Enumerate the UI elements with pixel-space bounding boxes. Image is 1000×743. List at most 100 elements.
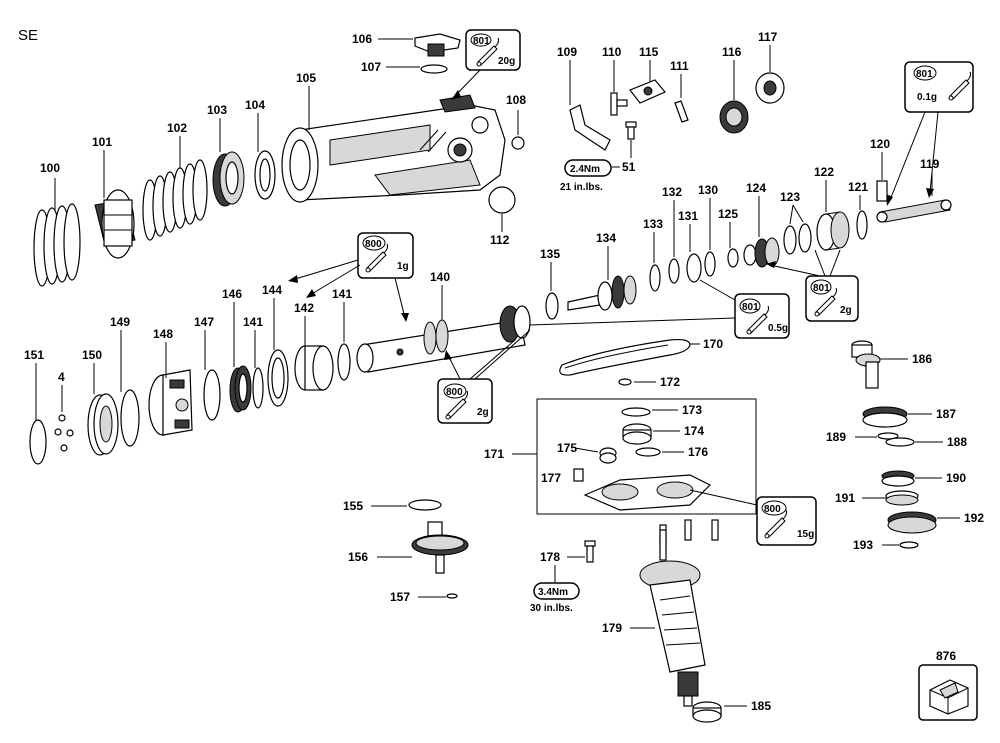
label-147: 147 bbox=[194, 315, 214, 329]
svg-text:800: 800 bbox=[365, 239, 382, 250]
label-171: 171 bbox=[484, 447, 504, 461]
label-141-right: 141 bbox=[332, 287, 352, 301]
part-111-pin: 111 bbox=[670, 59, 689, 123]
grease-callout-801-2g: 801 2g bbox=[766, 249, 859, 322]
grease-callout-800-15g: 800 15g bbox=[689, 489, 817, 546]
part-120-pin: 120 bbox=[870, 137, 890, 202]
label-141-left: 141 bbox=[243, 315, 263, 329]
grease-callout-800-2g: 800 2g bbox=[437, 329, 531, 424]
part-122-sleeve: 122 bbox=[814, 165, 850, 251]
grease-callout-801-0.1g: 801 0.1g bbox=[886, 61, 974, 206]
label-51: 51 bbox=[622, 160, 636, 174]
part-123-rings: 123 bbox=[780, 190, 812, 255]
label-188: 188 bbox=[947, 435, 967, 449]
part-179-armature: 179 bbox=[602, 529, 706, 707]
label-123: 123 bbox=[780, 190, 800, 204]
label-186: 186 bbox=[912, 352, 932, 366]
part-191-clutch: 191 bbox=[835, 490, 919, 506]
svg-text:800: 800 bbox=[446, 387, 463, 398]
label-104: 104 bbox=[245, 98, 265, 112]
part-104-ring: 104 bbox=[245, 98, 276, 200]
part-192-gear: 192 bbox=[887, 511, 984, 534]
part-121-ring: 121 bbox=[848, 180, 868, 240]
part-101-collar: 101 bbox=[92, 135, 136, 259]
part-133-ring: 133 bbox=[643, 217, 663, 292]
label-156: 156 bbox=[348, 550, 368, 564]
part-100-spring: 100 bbox=[33, 161, 81, 287]
part-105-housing: 105 bbox=[281, 71, 506, 203]
part-110-screw: 110 bbox=[602, 45, 628, 116]
grease-callout-800-1g: 800 1g bbox=[288, 232, 414, 322]
label-191: 191 bbox=[835, 491, 855, 505]
label-121: 121 bbox=[848, 180, 868, 194]
part-187-bearing: 187 bbox=[862, 406, 956, 428]
label-135: 135 bbox=[540, 247, 560, 261]
armature-screws bbox=[659, 519, 719, 546]
part-117-knob: 117 bbox=[755, 30, 785, 104]
label-151: 151 bbox=[24, 348, 44, 362]
part-116-gear: 116 bbox=[719, 45, 749, 134]
part-107-oring: 107 bbox=[361, 60, 448, 74]
part-144-ring: 144 bbox=[262, 283, 289, 407]
svg-text:0.1g: 0.1g bbox=[917, 92, 937, 103]
label-176: 176 bbox=[688, 445, 708, 459]
svg-text:801: 801 bbox=[813, 283, 830, 294]
label-112: 112 bbox=[490, 233, 510, 247]
part-135-ring: 135 bbox=[540, 247, 560, 320]
svg-text:20g: 20g bbox=[498, 56, 515, 67]
part-146-spring: 146 bbox=[222, 287, 252, 413]
part-876-kit-box: 876 bbox=[918, 649, 978, 721]
svg-text:801: 801 bbox=[473, 36, 490, 47]
grease-callout-801-20g: 801 20g bbox=[451, 29, 521, 100]
label-130: 130 bbox=[698, 183, 718, 197]
part-186-spindle: 186 bbox=[851, 340, 932, 389]
torque-value-1: 2.4Nm bbox=[570, 164, 600, 175]
label-106: 106 bbox=[352, 32, 372, 46]
part-119-link: 119 bbox=[876, 157, 952, 223]
label-131: 131 bbox=[678, 209, 698, 223]
part-155-ring: 155 bbox=[343, 499, 442, 513]
part-141-ring-right: 141 bbox=[332, 287, 352, 381]
part-178-screw: 178 3.4Nm 30 in.lbs. bbox=[530, 540, 596, 614]
label-111: 111 bbox=[670, 59, 689, 73]
label-193: 193 bbox=[853, 538, 873, 552]
part-189-ring: 189 bbox=[826, 430, 899, 444]
part-148-chuck-body: 148 bbox=[148, 327, 193, 436]
part-109-bracket: 109 bbox=[557, 45, 611, 151]
label-105: 105 bbox=[296, 71, 316, 85]
part-124-piston: 124 bbox=[743, 181, 780, 268]
label-173: 173 bbox=[682, 403, 702, 417]
torque-value-2: 3.4Nm bbox=[538, 587, 568, 598]
svg-text:0.5g: 0.5g bbox=[768, 323, 788, 334]
label-115: 115 bbox=[639, 45, 659, 59]
label-101: 101 bbox=[92, 135, 112, 149]
label-174: 174 bbox=[684, 424, 704, 438]
part-4-balls: 4 bbox=[54, 370, 74, 452]
label-110: 110 bbox=[602, 45, 622, 59]
label-140: 140 bbox=[430, 270, 450, 284]
grease-callout-801-0.5g: 801 0.5g bbox=[699, 279, 790, 339]
svg-text:801: 801 bbox=[916, 69, 933, 80]
part-156-gear: 156 bbox=[348, 521, 469, 574]
part-130-ring: 130 bbox=[698, 183, 718, 277]
label-150: 150 bbox=[82, 348, 102, 362]
svg-text:2g: 2g bbox=[477, 407, 489, 418]
part-106-knob: 106 bbox=[352, 32, 461, 57]
part-102-spring: 102 bbox=[142, 121, 208, 241]
label-155: 155 bbox=[343, 499, 363, 513]
label-133: 133 bbox=[643, 217, 663, 231]
part-134-shaft: 134 bbox=[567, 231, 637, 311]
part-151-ring: 151 bbox=[24, 348, 47, 465]
part-150-cap: 150 bbox=[82, 348, 119, 456]
part-193-clip: 193 bbox=[853, 538, 919, 552]
part-132-ring: 132 bbox=[662, 185, 682, 284]
part-108-ball: 108 bbox=[506, 93, 526, 150]
part-172-clip: 172 bbox=[618, 375, 680, 389]
label-124: 124 bbox=[746, 181, 766, 195]
part-142-sleeve: 142 bbox=[294, 301, 334, 391]
label-119: 119 bbox=[920, 157, 940, 171]
svg-text:15g: 15g bbox=[797, 529, 814, 540]
label-190: 190 bbox=[946, 471, 966, 485]
label-116: 116 bbox=[722, 45, 742, 59]
